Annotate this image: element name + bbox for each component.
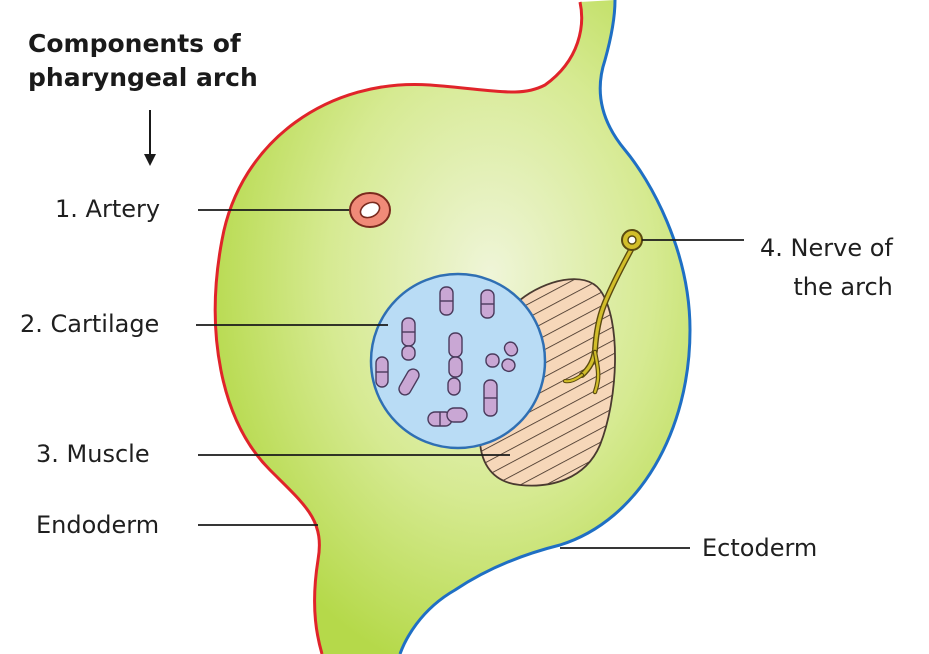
- diagram-title: Components of pharyngeal arch: [28, 27, 258, 95]
- title-line-1: Components of: [28, 27, 258, 61]
- cartilage-label: 2. Cartilage: [20, 310, 159, 339]
- title-arrow: [144, 110, 156, 166]
- endoderm-label: Endoderm: [36, 511, 159, 540]
- artery-label: 1. Artery: [55, 195, 160, 224]
- ectoderm-label: Ectoderm: [702, 534, 817, 563]
- muscle-label: 3. Muscle: [36, 440, 150, 469]
- nerve-label-line-2: the arch: [760, 268, 893, 307]
- nerve-label-line-1: 4. Nerve of: [760, 229, 893, 268]
- title-line-2: pharyngeal arch: [28, 61, 258, 95]
- nerve-label: 4. Nerve of the arch: [760, 229, 893, 307]
